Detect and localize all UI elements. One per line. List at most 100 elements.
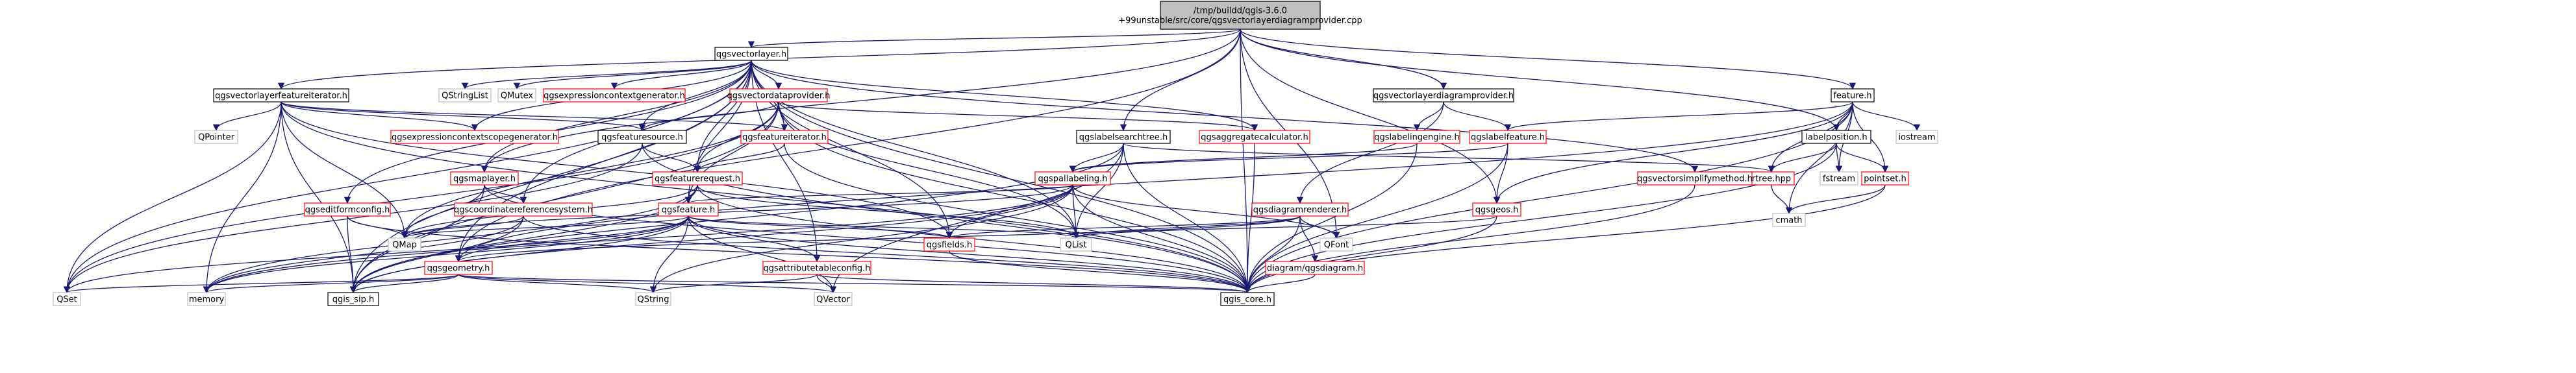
- node-qgsaggregatecalculator[interactable]: qgsaggregatecalculator.h: [1199, 130, 1310, 144]
- edge-qgsvectorlayer-to-qgsmaplayer: [481, 60, 752, 173]
- edge-qgspallabeling-to-qstring: [649, 184, 1073, 294]
- node-qstringlist: QStringList: [438, 88, 492, 102]
- edge-qgslabelsearchtree-to-qgis_core: [1123, 143, 1251, 294]
- node-qgis_sip[interactable]: qgis_sip.h: [327, 292, 379, 306]
- node-qgslabelfeature[interactable]: qgslabelfeature.h: [1469, 130, 1547, 144]
- edge-qgsfeature-to-qvector: [688, 215, 837, 294]
- edge-diagram_qgsdiagram-to-qgis_core: [1244, 274, 1316, 294]
- node-qgsdiagramrenderer[interactable]: qgsdiagramrenderer.h: [1251, 202, 1349, 217]
- node-box: [658, 202, 719, 217]
- node-qgsvectorlayer[interactable]: qgsvectorlayer.h: [714, 47, 788, 61]
- edge-qgsattributetableconfig-to-qgis_core: [816, 274, 1251, 294]
- node-label: QSet: [56, 295, 77, 305]
- node-qgspallabeling[interactable]: qgspallabeling.h: [1034, 171, 1111, 186]
- edge-labelposition-to-rtree: [1768, 143, 1837, 173]
- edge-qgsvectorlayer-to-qgsexpressioncontextgenerator: [610, 60, 752, 90]
- node-box: [740, 130, 829, 144]
- edge-qgsgeos-to-qgis_core: [1244, 215, 1497, 294]
- edge-qgsvectordataprovider-to-qlist: [778, 101, 1080, 239]
- node-box: [1076, 130, 1171, 144]
- node-box: [1034, 171, 1111, 186]
- edge-qgsgeometry-to-qset: [64, 274, 459, 294]
- node-memory: memory: [187, 292, 226, 306]
- node-qgsmaplayer[interactable]: qgsmaplayer.h: [450, 171, 519, 186]
- node-box: [497, 88, 536, 102]
- node-qgsvectorsimplifymethod[interactable]: qgsvectorsimplifymethod.h: [1637, 171, 1753, 186]
- edge-qgspallabeling-to-qlist: [1072, 184, 1080, 239]
- node-qgsfeaturesource[interactable]: qgsfeaturesource.h: [597, 130, 687, 144]
- node-label: qgscoordinatereferencesystem.h: [454, 206, 593, 215]
- edge-qgsvectorlayer-to-qgsaggregatecalculator: [751, 60, 1258, 132]
- node-box: [1160, 1, 1321, 30]
- node-box: [1637, 171, 1753, 186]
- edge-qgsvectorlayer-to-qstringlist: [461, 60, 752, 90]
- edge-qgsvectordataprovider-to-qgsfeaturesource: [638, 101, 779, 132]
- node-label: qgslabelsearchtree.h: [1079, 133, 1168, 143]
- node-qgsvectorlayerdiagramprovider[interactable]: qgsvectorlayerdiagramprovider.h: [1373, 88, 1514, 102]
- edge-qgsfeatureiterator-to-qgis_core: [784, 143, 1251, 294]
- node-feature[interactable]: feature.h: [1831, 88, 1875, 102]
- edge-qgsfeatureiterator-to-qgsfeaturerequest: [694, 143, 785, 173]
- node-root[interactable]: /tmp/buildd/qgis-3.6.0+99unstable/src/co…: [1118, 1, 1362, 30]
- edge-qgsvectorlayerfeatureiterator-to-qgsfeaturesource: [281, 101, 645, 132]
- node-qvector: QVector: [814, 292, 853, 306]
- node-label: /tmp/buildd/qgis-3.6.0: [1194, 6, 1287, 16]
- node-qgsgeometry[interactable]: qgsgeometry.h: [424, 261, 493, 275]
- edge-labelposition-to-fstream: [1835, 143, 1843, 173]
- edge-root-to-qgis_core: [1240, 29, 1251, 294]
- node-qgsexpressioncontextgenerator[interactable]: qgsexpressioncontextgenerator.h: [543, 88, 686, 102]
- node-label: QMap: [392, 241, 417, 250]
- node-label: qgis_sip.h: [332, 295, 374, 305]
- node-box: [438, 88, 492, 102]
- edge-qgsdiagramrenderer-to-qlist: [1072, 215, 1301, 239]
- node-label: qgsvectorlayerfeatureiterator.h: [215, 91, 347, 101]
- node-qgsfeatureiterator[interactable]: qgsfeatureiterator.h: [740, 130, 829, 144]
- node-box: [1772, 213, 1806, 227]
- node-pointset[interactable]: pointset.h: [1861, 171, 1909, 186]
- node-qgscoordinatereferencesystem[interactable]: qgscoordinatereferencesystem.h: [454, 202, 593, 217]
- edge-qgsdiagramrenderer-to-qfont: [1299, 215, 1340, 239]
- node-qgsattributetableconfig[interactable]: qgsattributetableconfig.h: [762, 261, 871, 275]
- edge-qgsfeature-to-memory: [203, 215, 689, 294]
- node-box: [1831, 88, 1875, 102]
- node-qgsfields[interactable]: qgsfields.h: [923, 237, 975, 252]
- node-box: [1199, 130, 1310, 144]
- node-qfont: QFont: [1319, 237, 1353, 252]
- node-labelposition[interactable]: labelposition.h: [1801, 130, 1871, 144]
- node-label: qgsvectorlayerdiagramprovider.h: [1373, 91, 1514, 101]
- edge-rtree-to-cmath: [1771, 184, 1793, 215]
- node-qgsgeos[interactable]: qgsgeos.h: [1472, 202, 1521, 217]
- node-box: [194, 130, 238, 144]
- node-box: [762, 261, 871, 275]
- edge-qgsgeometry-to-qstring: [458, 274, 657, 294]
- node-qgslabelingengine[interactable]: qgslabelingengine.h: [1373, 130, 1460, 144]
- node-qgsvectordataprovider[interactable]: qgsvectordataprovider.h: [727, 88, 831, 102]
- edge-qgsvectorlayerdiagramprovider-to-qgslabelingengine: [1413, 101, 1444, 132]
- node-qgsfeature[interactable]: qgsfeature.h: [658, 202, 719, 217]
- node-qgsvectorlayerfeatureiterator[interactable]: qgsvectorlayerfeatureiterator.h: [213, 88, 349, 102]
- edge-root-to-qgslabelsearchtree: [1119, 29, 1241, 132]
- node-qgsexpressioncontextscopegenerator[interactable]: qgsexpressioncontextscopegenerator.h: [390, 130, 559, 144]
- node-box: [597, 130, 687, 144]
- node-rtree[interactable]: rtree.hpp: [1748, 171, 1795, 186]
- edge-root-to-feature: [1240, 29, 1857, 90]
- node-qstring: QString: [635, 292, 671, 306]
- node-label: QMutex: [501, 91, 534, 101]
- node-qgseditformconfig[interactable]: qgseditformconfig.h: [304, 202, 391, 217]
- node-label: qgslabelingengine.h: [1374, 133, 1460, 143]
- edge-qgspallabeling-to-qmap: [401, 184, 1073, 239]
- node-qgslabelsearchtree[interactable]: qgslabelsearchtree.h: [1076, 130, 1171, 144]
- edge-qgsfeature-to-qstring: [649, 215, 689, 294]
- node-diagram_qgsdiagram[interactable]: diagram/qgsdiagram.h: [1265, 261, 1365, 275]
- node-qgsfeaturerequest[interactable]: qgsfeaturerequest.h: [652, 171, 743, 186]
- node-box: [388, 237, 421, 252]
- node-qset: QSet: [53, 292, 81, 306]
- node-label: pointset.h: [1864, 174, 1906, 184]
- edge-pointset-to-cmath: [1785, 184, 1886, 215]
- edge-qgslabelfeature-to-qgsgeos: [1493, 143, 1508, 204]
- node-qmutex: QMutex: [497, 88, 536, 102]
- edge-qgscoordinatereferencesystem-to-qgis_core: [523, 215, 1251, 294]
- node-label: fstream: [1823, 174, 1855, 184]
- node-qgis_core[interactable]: qgis_core.h: [1220, 292, 1275, 306]
- node-box: [187, 292, 226, 306]
